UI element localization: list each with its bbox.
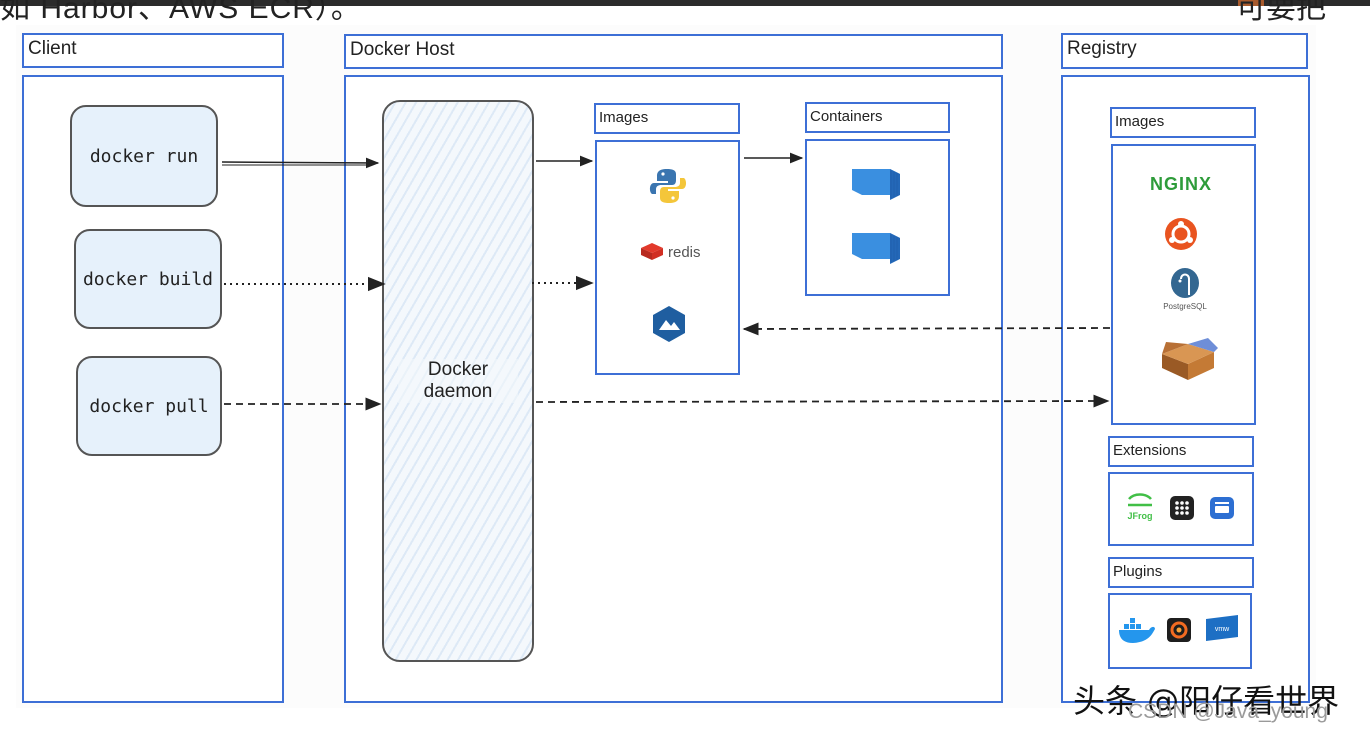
registry-title: Registry: [1061, 33, 1308, 69]
blue-app-icon: [1210, 497, 1234, 519]
watermark-csdn: CSDN @Java_young: [1128, 700, 1328, 723]
arrow-daemon-to-registry: [535, 394, 1110, 408]
watermark-toutiao: 头条 @阳仔看世界: [1073, 682, 1340, 720]
client-title: Client: [22, 33, 284, 68]
nginx-logo-icon: NGINX: [1150, 174, 1212, 194]
page-overflow-text: 如 Harbor、AWS ECR）。: [0, 0, 362, 25]
registry-plugins-title: Plugins: [1108, 557, 1254, 588]
docker-whale-icon: [1119, 618, 1155, 643]
postgresql-icon: PostgreSQL: [1163, 268, 1207, 311]
vmware-icon: vmw: [1206, 615, 1238, 641]
box-icon: [1162, 338, 1218, 380]
docker-daemon: Docker daemon: [382, 100, 534, 662]
docker-host-title: Docker Host: [344, 34, 1003, 69]
redis-text: redis: [668, 244, 701, 261]
container-icon: [852, 233, 900, 264]
mountain-logo-icon: [653, 306, 685, 342]
command-docker-run: docker run: [70, 105, 218, 207]
host-images-title: Images: [594, 103, 740, 134]
registry-images-title: Images: [1110, 107, 1256, 138]
vmware-text: vmw: [1215, 626, 1230, 633]
jfrog-text: JFrog: [1127, 511, 1152, 521]
postgresql-text: PostgreSQL: [1163, 302, 1207, 311]
top-strip: [0, 0, 1370, 6]
host-containers-panel: [805, 139, 950, 296]
arrow-registry-to-images: [742, 322, 1111, 336]
command-docker-build: docker build: [74, 229, 222, 329]
ubuntu-icon: [1165, 218, 1197, 250]
registry-extensions-title: Extensions: [1108, 436, 1254, 467]
grid-app-icon: [1170, 496, 1194, 520]
container-icon: [852, 169, 900, 200]
page-overflow-text-right: 可要把: [1236, 0, 1326, 25]
grafana-icon: [1167, 618, 1191, 642]
redis-icon: redis: [641, 243, 701, 261]
host-containers-title: Containers: [805, 102, 950, 133]
page-overflow-chip: [1238, 0, 1264, 6]
command-docker-pull: docker pull: [76, 356, 222, 456]
docker-daemon-label-text: Docker daemon: [423, 359, 493, 402]
arrow-run-to-daemon: [221, 157, 380, 169]
python-icon: [649, 169, 687, 203]
jfrog-icon: JFrog: [1127, 493, 1153, 521]
docker-daemon-label: Docker daemon: [398, 359, 518, 403]
